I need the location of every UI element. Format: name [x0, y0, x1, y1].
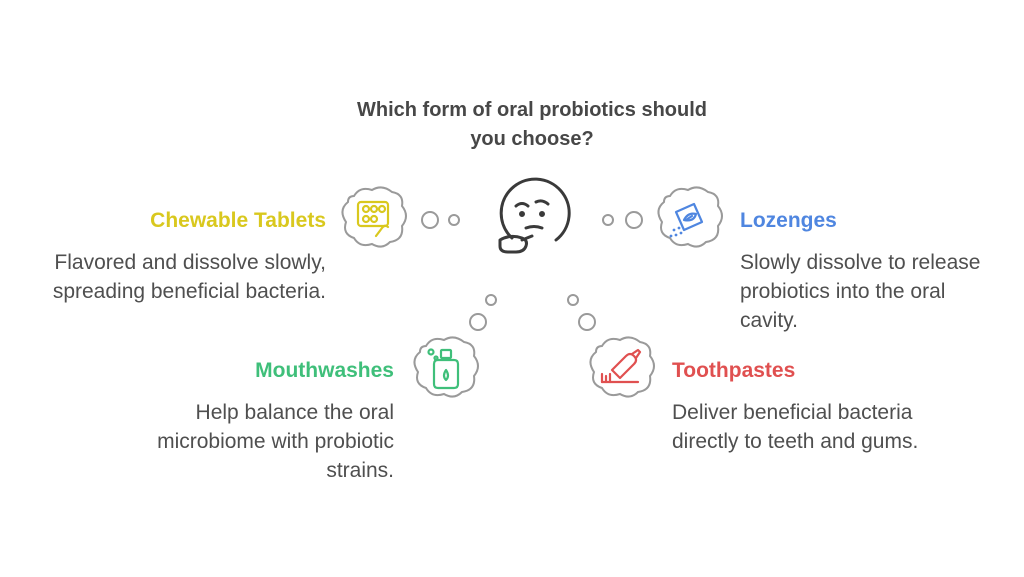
- toothpastes-label: Toothpastes: [672, 359, 796, 382]
- toothpastes-desc-line-2: directly to teeth and gums.: [672, 430, 919, 453]
- lozenges-desc-line-2: probiotics into the oral: [740, 280, 946, 303]
- dot-left-small: [448, 214, 460, 226]
- dot-right-large: [625, 211, 643, 229]
- dot-lower-right-large: [578, 313, 596, 331]
- mouthwashes-desc-line-1: Help balance the oral: [195, 401, 394, 424]
- toothpastes-desc: Deliver beneficial bacteria directly to …: [672, 398, 972, 456]
- dot-lower-left-large: [469, 313, 487, 331]
- mouthwashes-desc-line-3: strains.: [326, 459, 394, 482]
- title-line-2: you choose?: [470, 128, 594, 150]
- mouthwashes-label: Mouthwashes: [255, 359, 394, 382]
- mouthwashes-desc: Help balance the oral microbiome with pr…: [94, 398, 394, 485]
- chewable-label: Chewable Tablets: [150, 209, 326, 232]
- dot-lower-left-small: [485, 294, 497, 306]
- lozenges-label: Lozenges: [740, 209, 837, 232]
- dot-left-large: [421, 211, 439, 229]
- toothpaste-brush-icon: [600, 348, 642, 384]
- mouthwash-bottle-icon: [427, 348, 460, 390]
- chewable-desc-line-1: Flavored and dissolve slowly,: [54, 251, 326, 274]
- toothpastes-desc-line-1: Deliver beneficial bacteria: [672, 401, 913, 424]
- dot-lower-right-small: [567, 294, 579, 306]
- lozenges-desc: Slowly dissolve to release probiotics in…: [740, 248, 1010, 335]
- mouthwashes-cloud: [413, 336, 479, 398]
- dot-right-small: [602, 214, 614, 226]
- mouthwashes-desc-line-2: microbiome with probiotic: [157, 430, 394, 453]
- tablet-blister-icon: [356, 200, 390, 238]
- lozenges-desc-line-3: cavity.: [740, 309, 798, 332]
- thinking-face-icon: [498, 177, 571, 254]
- chewable-desc-line-2: spreading beneficial bacteria.: [52, 280, 326, 303]
- lozenges-desc-line-1: Slowly dissolve to release: [740, 251, 981, 274]
- lozenge-packet-icon: [669, 202, 704, 238]
- diagram-title: Which form of oral probiotics should you…: [312, 96, 752, 154]
- title-line-1: Which form of oral probiotics should: [357, 99, 707, 121]
- chewable-desc: Flavored and dissolve slowly, spreading …: [0, 248, 326, 306]
